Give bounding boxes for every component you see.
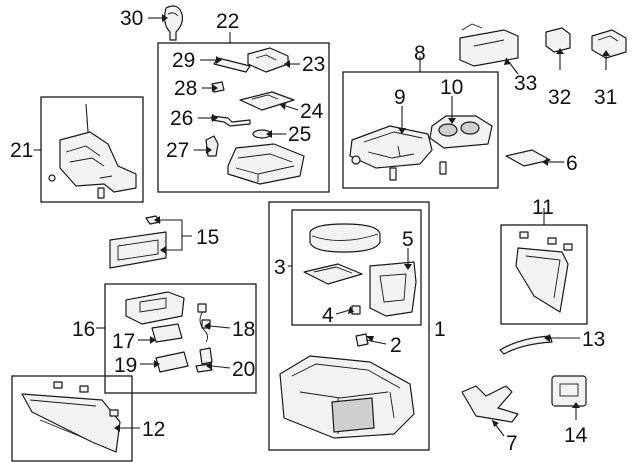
callout-9: 9 <box>394 86 406 109</box>
part-2-clip <box>355 333 369 347</box>
part-4-screw <box>351 305 361 315</box>
part-9-upper-panel <box>349 125 433 169</box>
callout-10: 10 <box>440 76 463 99</box>
part-3-hinge-bracket <box>303 263 363 285</box>
part-22-shift-plate <box>227 143 305 185</box>
box-group-16 <box>104 283 257 394</box>
part-5-latch <box>369 261 417 317</box>
part-21-shifter-assembly <box>48 103 137 199</box>
part-armrest-lid <box>309 223 381 253</box>
callout-8: 8 <box>414 42 426 65</box>
box-group-12 <box>11 375 133 462</box>
callout-14: 14 <box>564 424 588 447</box>
callout-13: 13 <box>582 328 605 351</box>
part-23-cup-insert <box>247 47 289 73</box>
part-24-panel <box>239 91 295 111</box>
part-11-side-trim <box>515 231 573 313</box>
callout-19: 19 <box>114 354 137 377</box>
callout-22: 22 <box>216 10 239 33</box>
part-32-switch <box>545 27 571 53</box>
box-group-1 <box>268 201 430 451</box>
part-30-shift-knob <box>164 5 183 41</box>
part-33-switch-module <box>459 23 519 67</box>
part-1-console-box <box>279 355 415 439</box>
part-31-switch <box>591 29 627 59</box>
part-6-pad <box>505 149 551 167</box>
callout-26: 26 <box>170 107 193 130</box>
callout-labels: 30 22 29 23 28 24 26 25 27 21 8 9 10 6 3… <box>10 7 617 455</box>
part-29-strip <box>213 57 251 73</box>
callout-28: 28 <box>174 77 197 100</box>
callout-6: 6 <box>566 152 578 175</box>
part-26-bracket <box>211 115 251 127</box>
part-screws-8 <box>389 161 447 181</box>
callout-25: 25 <box>288 123 311 146</box>
part-15-trim-plate <box>109 215 167 269</box>
callout-31: 31 <box>594 86 617 109</box>
part-27-clip <box>205 135 219 157</box>
callout-27: 27 <box>166 139 189 162</box>
part-17-pocket <box>151 323 183 343</box>
part-18-harness <box>197 303 211 343</box>
callout-2: 2 <box>390 334 402 357</box>
callout-24: 24 <box>300 100 324 123</box>
callout-16: 16 <box>72 318 95 341</box>
callout-11: 11 <box>532 196 554 219</box>
box-group-3 <box>291 209 422 326</box>
part-16-panel <box>125 291 185 325</box>
callout-30: 30 <box>120 7 143 30</box>
callout-5: 5 <box>402 228 414 251</box>
part-13-strip <box>499 335 553 355</box>
box-group-22 <box>157 42 330 193</box>
part-7-bracket <box>461 385 519 423</box>
callout-1: 1 <box>434 318 446 341</box>
callout-33: 33 <box>514 72 537 95</box>
callout-15: 15 <box>196 226 219 249</box>
callout-21: 21 <box>10 139 33 162</box>
callout-7: 7 <box>506 432 518 455</box>
callout-18: 18 <box>232 318 255 341</box>
callout-4: 4 <box>322 304 334 327</box>
callout-3: 3 <box>274 256 286 279</box>
callout-12: 12 <box>142 418 165 441</box>
callout-17: 17 <box>112 330 135 353</box>
callout-32: 32 <box>548 86 571 109</box>
part-10-cup-holder <box>429 115 493 149</box>
callout-23: 23 <box>302 53 325 76</box>
leader-lines <box>34 17 607 437</box>
callout-20: 20 <box>232 358 255 381</box>
callout-29: 29 <box>172 49 195 72</box>
part-19-pocket <box>155 351 189 373</box>
part-14-outlet <box>551 375 587 407</box>
arrowheads <box>114 14 610 432</box>
part-12-side-panel <box>21 381 121 453</box>
